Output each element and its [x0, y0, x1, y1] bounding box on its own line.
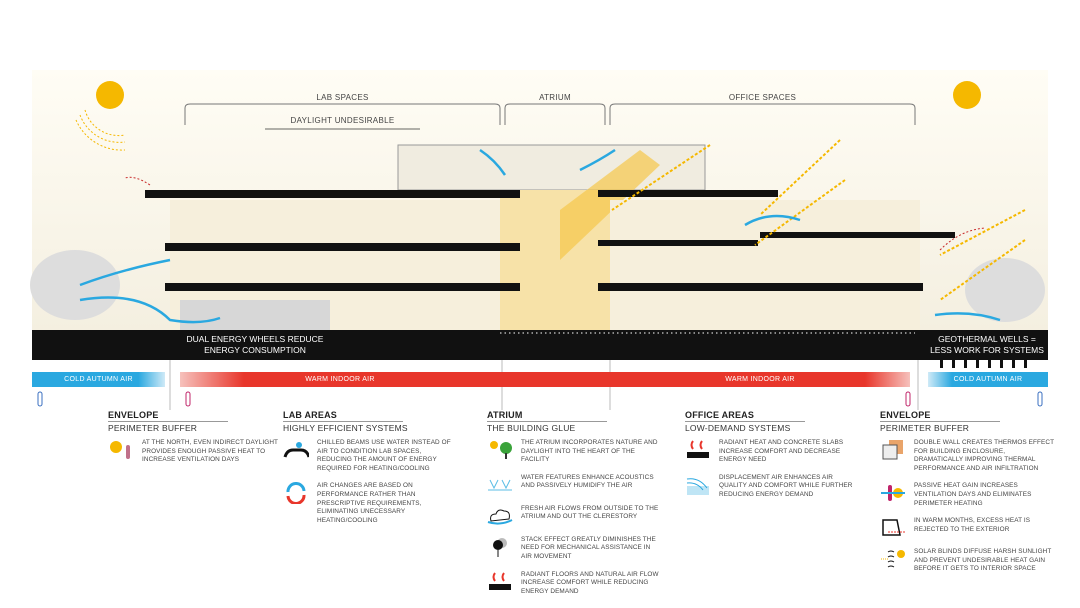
air-flow-arrows [79, 148, 1001, 324]
legend-title: OFFICE AREAS [685, 410, 805, 422]
sun-right-icon [953, 81, 981, 109]
ground-slab [32, 330, 1048, 360]
sun-left-icon [75, 81, 126, 151]
air-cycle-icon [283, 482, 309, 505]
fresh-air-cloud-icon [487, 505, 513, 527]
legend-envelope-south: ENVELOPE PERIMETER BUFFER DOUBLE WALL CR… [880, 410, 1054, 583]
legend-item: WATER FEATURES ENHANCE ACOUSTICS AND PAS… [487, 474, 661, 496]
tree-right [965, 258, 1045, 322]
radiant-floor-icon [487, 571, 513, 593]
warm-air-bar-left: WARM INDOOR AIR [180, 372, 500, 387]
legend-subtitle: THE BUILDING GLUE [487, 423, 576, 433]
double-wall-icon [880, 439, 906, 461]
nature-daylight-icon [487, 439, 513, 461]
legend-item: AIR CHANGES ARE BASED ON PERFORMANCE RAT… [283, 482, 457, 525]
legend-subtitle: LOW-DEMAND SYSTEMS [685, 423, 791, 433]
zone-label-lab: LAB SPACES [316, 93, 369, 102]
cold-air-bar-left: COLD AUTUMN AIR [32, 372, 165, 387]
legend-lab-areas: LAB AREAS HIGHLY EFFICIENT SYSTEMS CHILL… [283, 410, 457, 534]
legend-item: PASSIVE HEAT GAIN INCREASES VENTILATION … [880, 482, 1054, 508]
thermometer-icons [37, 391, 1043, 407]
legend-office-areas: OFFICE AREAS LOW-DEMAND SYSTEMS RADIANT … [685, 410, 859, 509]
legend-title: ENVELOPE [880, 410, 1000, 422]
legend-item: STACK EFFECT GREATLY DIMINISHES THE NEED… [487, 536, 661, 562]
legend-item: AT THE NORTH, EVEN INDIRECT DAYLIGHT PRO… [108, 439, 282, 465]
legend-item: FRESH AIR FLOWS FROM OUTSIDE TO THE ATRI… [487, 505, 661, 527]
legend-item: RADIANT HEAT AND CONCRETE SLABS INCREASE… [685, 439, 859, 465]
legend-envelope-north: ENVELOPE PERIMETER BUFFER AT THE NORTH, … [108, 410, 282, 474]
legend-item: DOUBLE WALL CREATES THERMOS EFFECT FOR B… [880, 439, 1054, 473]
water-feature-icon [487, 474, 513, 496]
legend-atrium: ATRIUM THE BUILDING GLUE THE ATRIUM INCO… [487, 410, 661, 605]
legend-item: IN WARM MONTHS, EXCESS HEAT IS REJECTED … [880, 517, 1054, 539]
solar-blinds-icon [880, 548, 906, 570]
legend-title: ENVELOPE [108, 410, 228, 422]
legend-item: CHILLED BEAMS USE WATER INSTEAD OF AIR T… [283, 439, 457, 473]
sun-rays [611, 139, 1026, 301]
legend-subtitle: PERIMETER BUFFER [880, 423, 970, 433]
legend-subtitle: PERIMETER BUFFER [108, 423, 198, 433]
legend-item: THE ATRIUM INCORPORATES NATURE AND DAYLI… [487, 439, 661, 465]
heat-rejection-icon [880, 517, 906, 539]
energy-wheels-callout: DUAL ENERGY WHEELS REDUCE ENERGY CONSUMP… [186, 334, 324, 355]
legend-item: DISPLACEMENT AIR ENHANCES AIR QUALITY AN… [685, 474, 859, 500]
geothermal-callout: GEOTHERMAL WELLS = LESS WORK FOR SYSTEMS [930, 334, 1044, 355]
warm-air-bar-right: WARM INDOOR AIR [610, 372, 910, 387]
chilled-beam-icon [283, 439, 309, 461]
tree-left [30, 250, 120, 320]
displacement-air-icon [685, 474, 711, 496]
daylight-undesirable-label: DAYLIGHT UNDESIRABLE [290, 116, 395, 125]
legend-title: ATRIUM [487, 410, 607, 422]
zone-label-office: OFFICE SPACES [728, 93, 797, 102]
passive-heat-icon [880, 482, 906, 504]
zone-label-atrium: ATRIUM [539, 93, 571, 102]
sun-thermometer-icon [108, 439, 134, 461]
stack-effect-icon [487, 536, 513, 558]
warm-air-bar-atrium [500, 372, 610, 387]
legend-subtitle: HIGHLY EFFICIENT SYSTEMS [283, 423, 408, 433]
building-section-drawing [30, 70, 1048, 410]
legend-item: RADIANT FLOORS AND NATURAL AIR FLOW INCR… [487, 571, 661, 597]
legend-item: SOLAR BLINDS DIFFUSE HARSH SUNLIGHT AND … [880, 548, 1054, 574]
cold-air-bar-right: COLD AUTUMN AIR [928, 372, 1048, 387]
legend-title: LAB AREAS [283, 410, 403, 422]
radiant-slab-icon [685, 439, 711, 461]
